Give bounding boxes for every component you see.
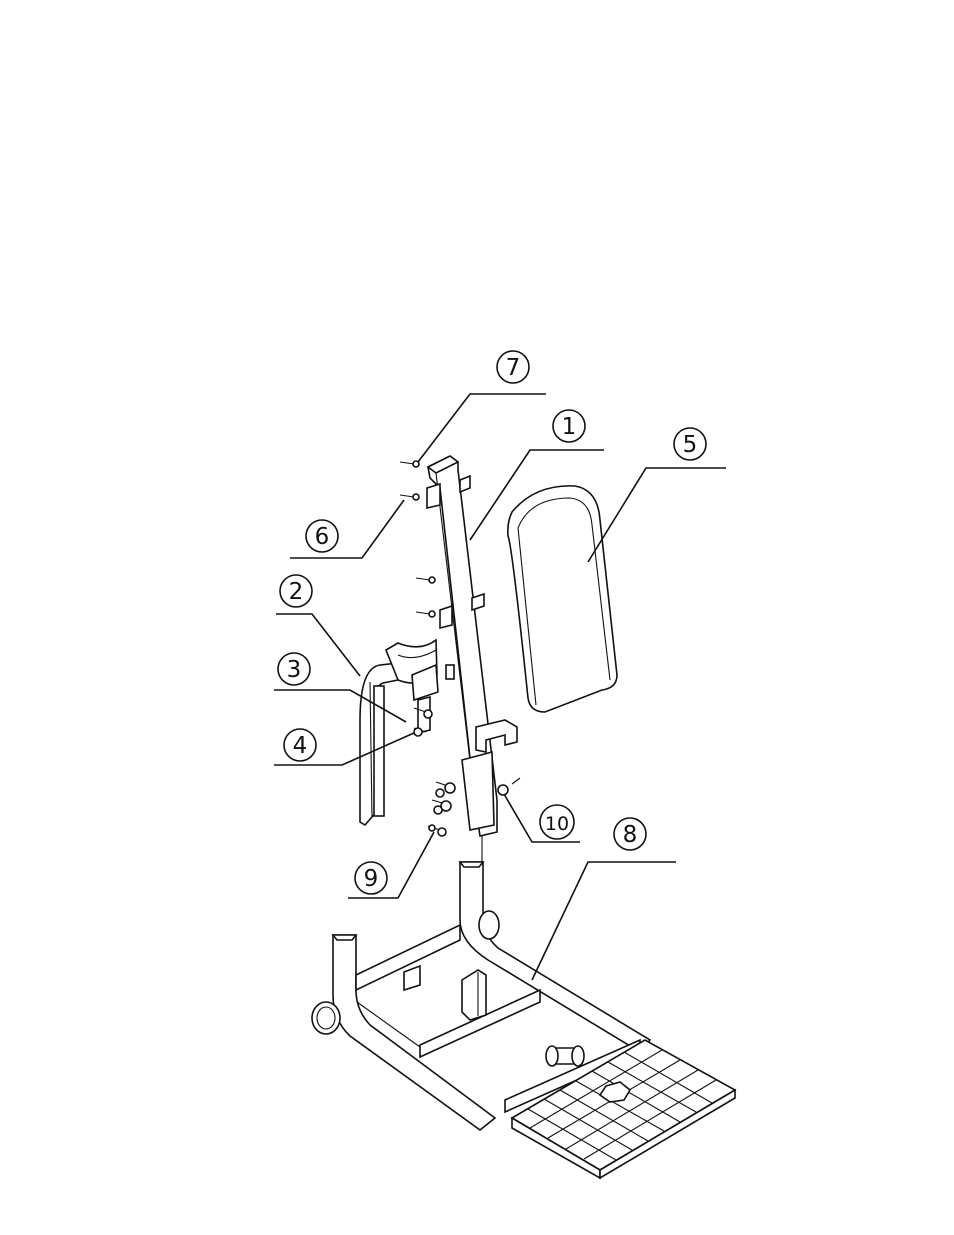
seat-pad — [508, 486, 617, 712]
callouts: 7 1 5 6 2 3 — [274, 351, 726, 980]
callout-10: 10 — [504, 794, 580, 842]
backrest-frame — [360, 640, 438, 825]
callout-8-label: 8 — [623, 822, 638, 848]
callout-2-label: 2 — [289, 579, 304, 605]
callout-1-label: 1 — [562, 414, 577, 440]
callout-4: 4 — [274, 729, 414, 765]
callout-9-label: 9 — [364, 866, 379, 892]
callout-3-label: 3 — [287, 657, 302, 683]
callout-3: 3 — [274, 653, 406, 722]
callout-6-label: 6 — [315, 524, 330, 550]
callout-4-label: 4 — [293, 733, 308, 759]
callout-6: 6 — [290, 500, 404, 558]
callout-9: 9 — [348, 832, 434, 898]
callout-5-label: 5 — [683, 432, 698, 458]
callout-5: 5 — [588, 428, 726, 562]
main-post — [427, 456, 517, 862]
foot-platform — [512, 1040, 735, 1178]
callout-7: 7 — [418, 351, 546, 462]
callout-7-label: 7 — [506, 355, 521, 381]
callout-10-label: 10 — [545, 813, 569, 835]
